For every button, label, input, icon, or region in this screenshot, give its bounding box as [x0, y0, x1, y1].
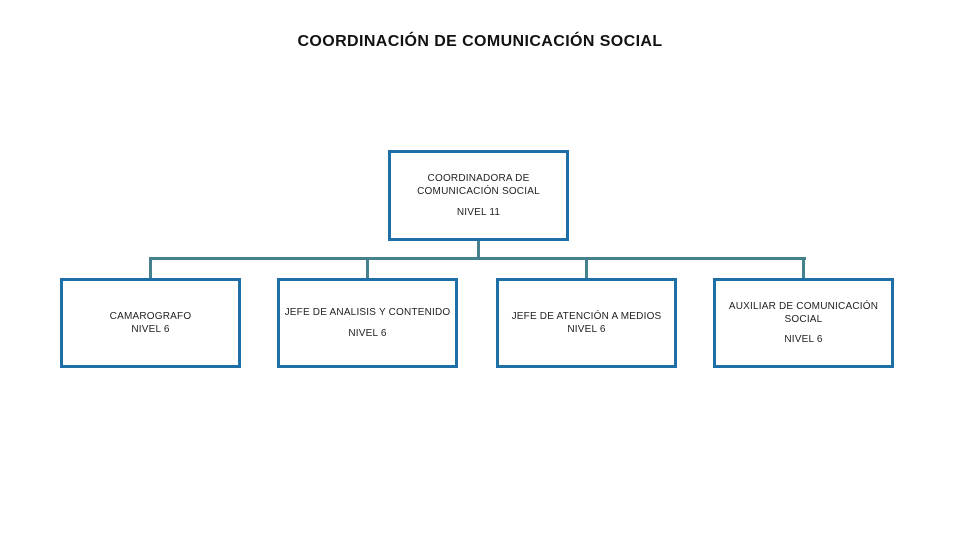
chart-title: COORDINACIÓN DE COMUNICACIÓN SOCIAL	[297, 33, 663, 50]
org-node-name: CAMAROGRAFO	[109, 310, 192, 322]
org-node-level: NIVEL 6	[131, 324, 170, 335]
org-node-auxiliar: AUXILIAR DE COMUNICACIÓN SOCIAL NIVEL 6	[713, 278, 894, 368]
org-node-root-name: COORDINADORA DE COMUNICACIÓN SOCIAL	[417, 173, 540, 198]
org-node-name: JEFE DE ANALISIS Y CONTENIDO	[284, 307, 451, 319]
org-node-jefe-atencion: JEFE DE ATENCIÓN A MEDIOS NIVEL 6	[496, 278, 677, 368]
connector-drop-3	[585, 260, 588, 278]
connector-drop-2	[366, 260, 369, 278]
org-node-camarografo: CAMAROGRAFO NIVEL 6	[60, 278, 241, 368]
connector-drop-1	[149, 257, 152, 278]
org-node-level: NIVEL 6	[567, 324, 606, 335]
org-node-name: AUXILIAR DE COMUNICACIÓN SOCIAL	[728, 300, 879, 325]
org-node-root-level: NIVEL 11	[456, 206, 501, 218]
connector-drop-4	[802, 257, 805, 278]
org-node-level: NIVEL 6	[784, 334, 823, 346]
connector-root-stub	[477, 241, 480, 260]
org-node-name: JEFE DE ATENCIÓN A MEDIOS	[511, 310, 662, 322]
org-node-jefe-analisis: JEFE DE ANALISIS Y CONTENIDO NIVEL 6	[277, 278, 458, 368]
org-node-level: NIVEL 6	[348, 327, 387, 339]
org-node-root: COORDINADORA DE COMUNICACIÓN SOCIAL NIVE…	[388, 150, 569, 241]
connector-horizontal	[149, 257, 806, 260]
